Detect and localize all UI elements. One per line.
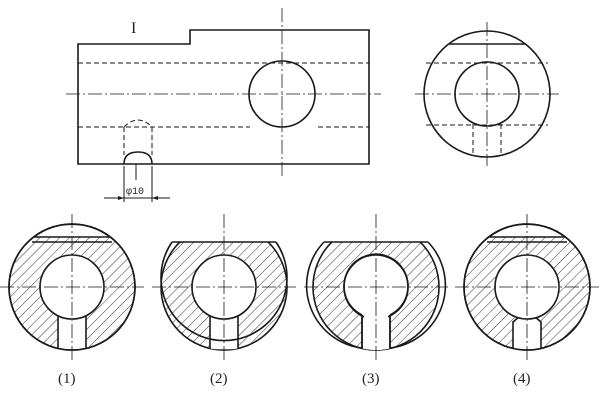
front-view: I φ10 bbox=[66, 8, 381, 202]
dimension-diameter-label: φ10 bbox=[126, 187, 144, 198]
option-3-section: (3) bbox=[302, 214, 452, 387]
option-2-label: (2) bbox=[210, 371, 228, 387]
option-4-section: (4) bbox=[455, 214, 599, 387]
option-2-section: (2) bbox=[150, 214, 300, 387]
option-1-label: (1) bbox=[58, 371, 76, 387]
option-2-cut-away bbox=[150, 215, 300, 242]
option-4-label: (4) bbox=[513, 371, 531, 387]
option-1-section: (1) bbox=[0, 214, 144, 387]
slot-hidden-arc bbox=[123, 119, 153, 128]
side-view bbox=[415, 22, 559, 166]
front-view-outline bbox=[77, 29, 370, 165]
slot-visible-arc bbox=[123, 151, 153, 165]
dim-arrow-left bbox=[118, 196, 124, 200]
option-3-label: (3) bbox=[362, 371, 380, 387]
section-mark-label: I bbox=[131, 20, 136, 37]
option-3-outer-arc bbox=[305, 241, 363, 349]
dim-arrow-right bbox=[152, 196, 158, 200]
option-2-outer-arc bbox=[160, 241, 288, 342]
option-3-cut-away bbox=[302, 215, 452, 242]
option-3-outer-arc-right bbox=[389, 241, 447, 349]
